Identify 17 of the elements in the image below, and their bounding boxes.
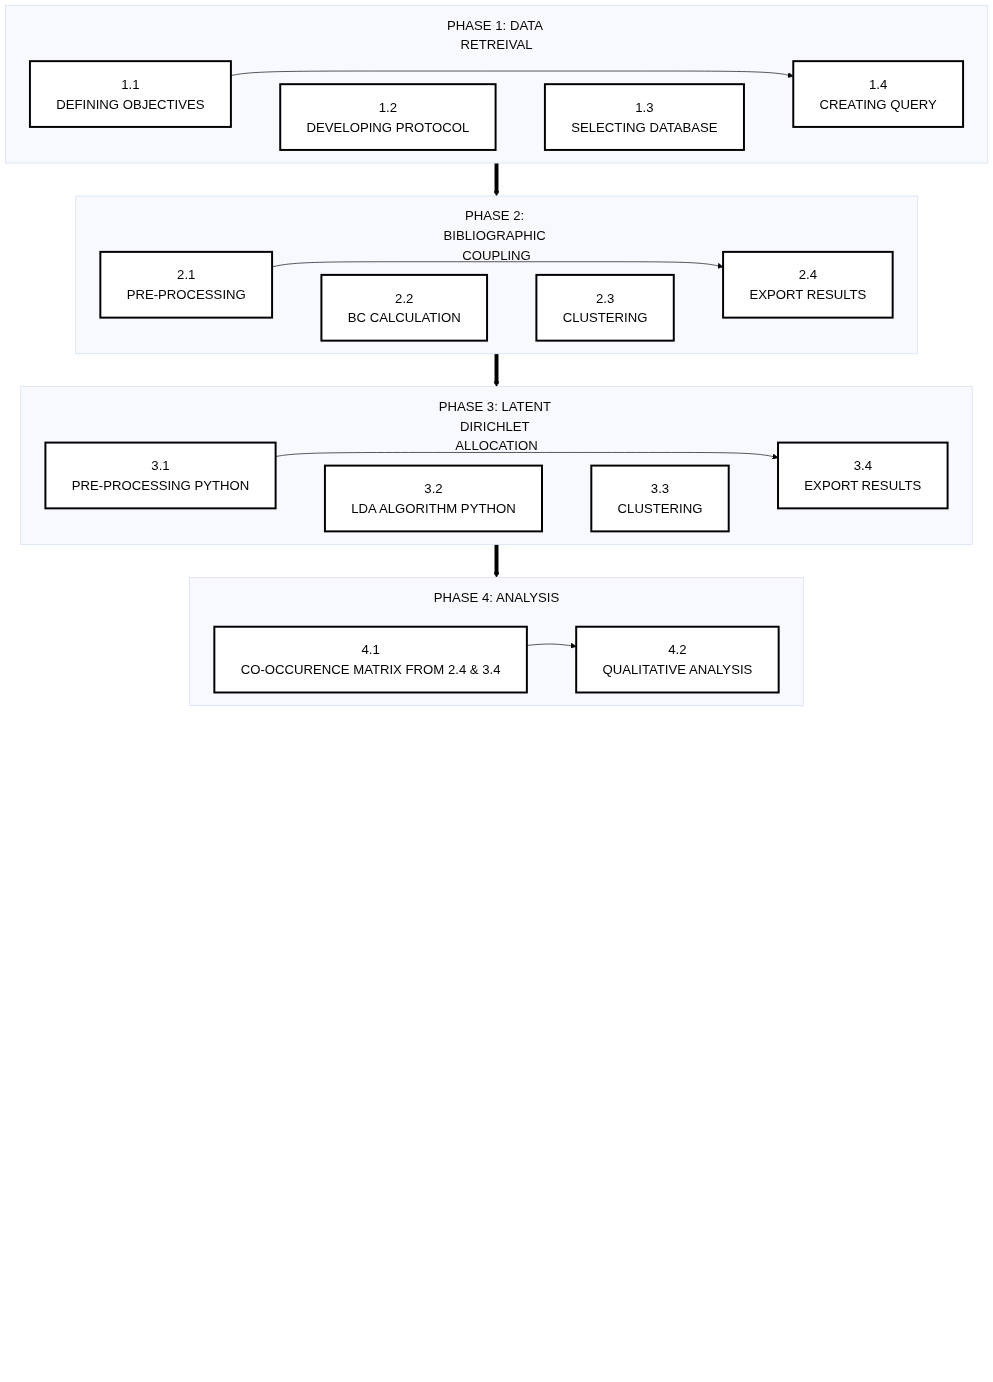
- node-box: 2.2 BC CALCULATION: [320, 273, 489, 342]
- arrow: [493, 544, 500, 578]
- node-box: 4.2 QUALITATIVE ANALYSIS: [575, 625, 780, 694]
- node-box: 3.4 EXPORT RESULTS: [777, 441, 949, 510]
- node-box: 2.3 CLUSTERING: [535, 273, 675, 342]
- node-box: 3.1 PRE-PROCESSING PYTHON: [44, 441, 277, 510]
- node-box: 2.1 PRE-PROCESSING: [99, 250, 274, 319]
- node-box: 3.3 CLUSTERING: [590, 464, 730, 533]
- arrow: [493, 163, 500, 197]
- node-box: 3.2 LDA ALGORITHM PYTHON: [323, 464, 543, 533]
- node-box: 1.3 SELECTING DATABASE: [543, 83, 745, 151]
- node-box: 2.4 EXPORT RESULTS: [722, 250, 894, 319]
- node-box: 1.2 DEVELOPING PROTOCOL: [279, 83, 497, 151]
- arrow: [493, 353, 500, 387]
- node-box: 1.4 CREATING QUERY: [792, 60, 965, 128]
- node-box: 4.1 CO-OCCURENCE MATRIX FROM 2.4 & 3.4: [213, 625, 528, 694]
- node-box: 1.1 DEFINING OBJECTIVES: [28, 60, 232, 128]
